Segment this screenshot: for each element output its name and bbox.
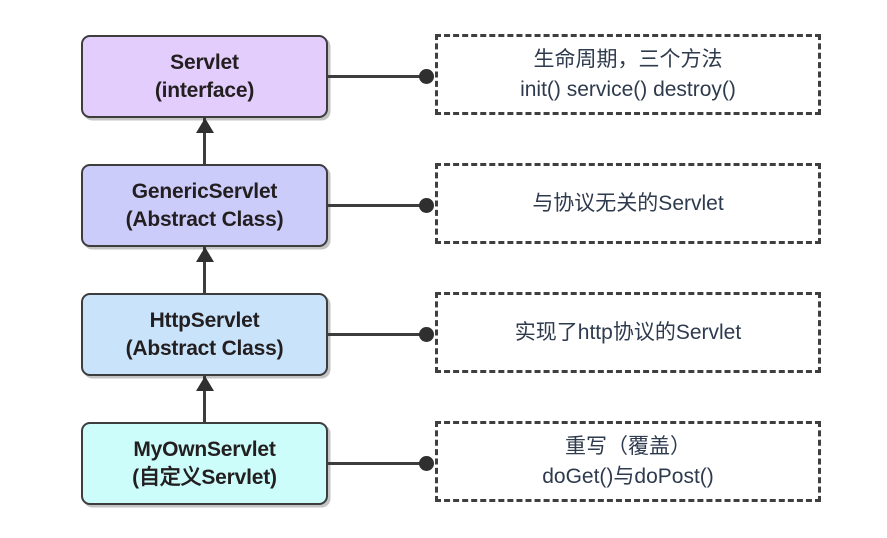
note-connector-line-servlet [328, 75, 428, 78]
note-line-generic-servlet-1: 与协议无关的Servlet [532, 191, 724, 215]
inheritance-line-http-to-generic [203, 247, 206, 295]
inheritance-arrowhead-myown-to-http [195, 376, 214, 391]
class-box-generic-servlet[interactable]: GenericServlet (Abstract Class) [81, 164, 328, 247]
inheritance-arrowhead-http-to-generic [195, 247, 214, 262]
class-box-my-own-servlet[interactable]: MyOwnServlet (自定义Servlet) [81, 422, 328, 505]
note-box-generic-servlet[interactable]: 与协议无关的Servlet [435, 163, 821, 244]
note-box-servlet[interactable]: 生命周期，三个方法 init() service() destroy() [435, 34, 821, 115]
class-stereotype-http-servlet: (Abstract Class) [125, 336, 284, 360]
note-box-http-servlet[interactable]: 实现了http协议的Servlet [435, 292, 821, 373]
note-line-http-servlet-1: 实现了http协议的Servlet [514, 320, 742, 344]
note-connector-line-generic-servlet [328, 204, 428, 207]
inheritance-line-generic-to-servlet [203, 118, 206, 166]
class-name-servlet: Servlet [170, 50, 239, 74]
note-box-my-own-servlet[interactable]: 重写（覆盖） doGet()与doPost() [435, 421, 821, 502]
note-connector-ball-servlet [419, 69, 434, 84]
note-line-servlet-1: 生命周期，三个方法 [533, 47, 723, 71]
class-stereotype-generic-servlet: (Abstract Class) [125, 207, 284, 231]
class-stereotype-servlet: (interface) [154, 78, 255, 102]
class-name-my-own-servlet: MyOwnServlet [133, 437, 276, 461]
note-connector-ball-http-servlet [419, 327, 434, 342]
note-line-my-own-servlet-1: 重写（覆盖） [565, 434, 691, 458]
class-box-http-servlet[interactable]: HttpServlet (Abstract Class) [81, 293, 328, 376]
note-connector-line-http-servlet [328, 333, 428, 336]
class-name-http-servlet: HttpServlet [149, 308, 260, 332]
note-line-servlet-2: init() service() destroy() [520, 77, 736, 101]
class-stereotype-my-own-servlet: (自定义Servlet) [132, 465, 277, 489]
note-connector-line-my-own-servlet [328, 462, 428, 465]
class-name-generic-servlet: GenericServlet [131, 179, 278, 203]
inheritance-arrowhead-generic-to-servlet [195, 118, 214, 133]
note-connector-ball-my-own-servlet [419, 456, 434, 471]
note-connector-ball-generic-servlet [419, 198, 434, 213]
inheritance-line-myown-to-http [203, 376, 206, 424]
class-box-servlet[interactable]: Servlet (interface) [81, 35, 328, 118]
note-line-my-own-servlet-2: doGet()与doPost() [542, 464, 714, 488]
